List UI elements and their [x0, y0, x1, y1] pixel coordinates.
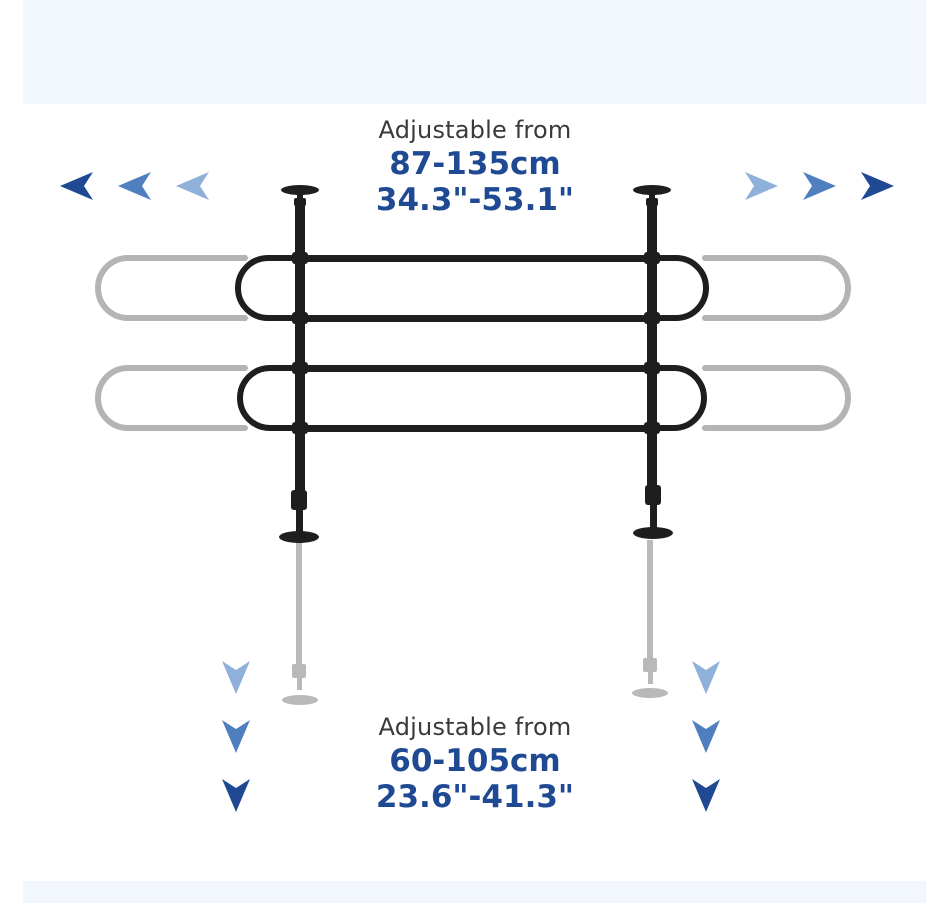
width-caption: Adjustable from: [378, 116, 572, 144]
arrow-left-icon: [118, 172, 151, 200]
height-arrows-right: [692, 661, 720, 812]
arrow-down-icon: [222, 779, 250, 812]
ghost-extended-poles: [282, 540, 668, 705]
height-metric-range: 60-105cm: [389, 743, 561, 779]
width-arrows-left: [60, 172, 209, 200]
arrow-down-icon: [222, 661, 250, 694]
arrow-down-icon: [692, 661, 720, 694]
arrow-left-icon: [176, 172, 209, 200]
arrow-right-icon: [803, 172, 836, 200]
width-arrows-right: [745, 172, 894, 200]
barrier-frame: [235, 185, 709, 543]
width-metric-range: 87-135cm: [389, 146, 561, 182]
top-background-band: [23, 0, 926, 104]
height-adjustment-label: Adjustable from 60-105cm 23.6"-41.3": [0, 711, 950, 815]
arrow-right-icon: [745, 172, 778, 200]
arrow-down-icon: [692, 720, 720, 753]
bottom-background-band: [23, 881, 926, 903]
height-imperial-range: 23.6"-41.3": [375, 779, 575, 815]
height-caption: Adjustable from: [378, 713, 572, 741]
width-imperial-range: 34.3"-53.1": [375, 182, 575, 218]
ghost-extended-loops: [95, 255, 851, 431]
arrow-right-icon: [861, 172, 894, 200]
height-arrows-left: [222, 661, 250, 812]
arrow-down-icon: [222, 720, 250, 753]
width-adjustment-label: Adjustable from 87-135cm 34.3"-53.1": [0, 114, 950, 218]
arrow-down-icon: [692, 779, 720, 812]
arrow-left-icon: [60, 172, 93, 200]
